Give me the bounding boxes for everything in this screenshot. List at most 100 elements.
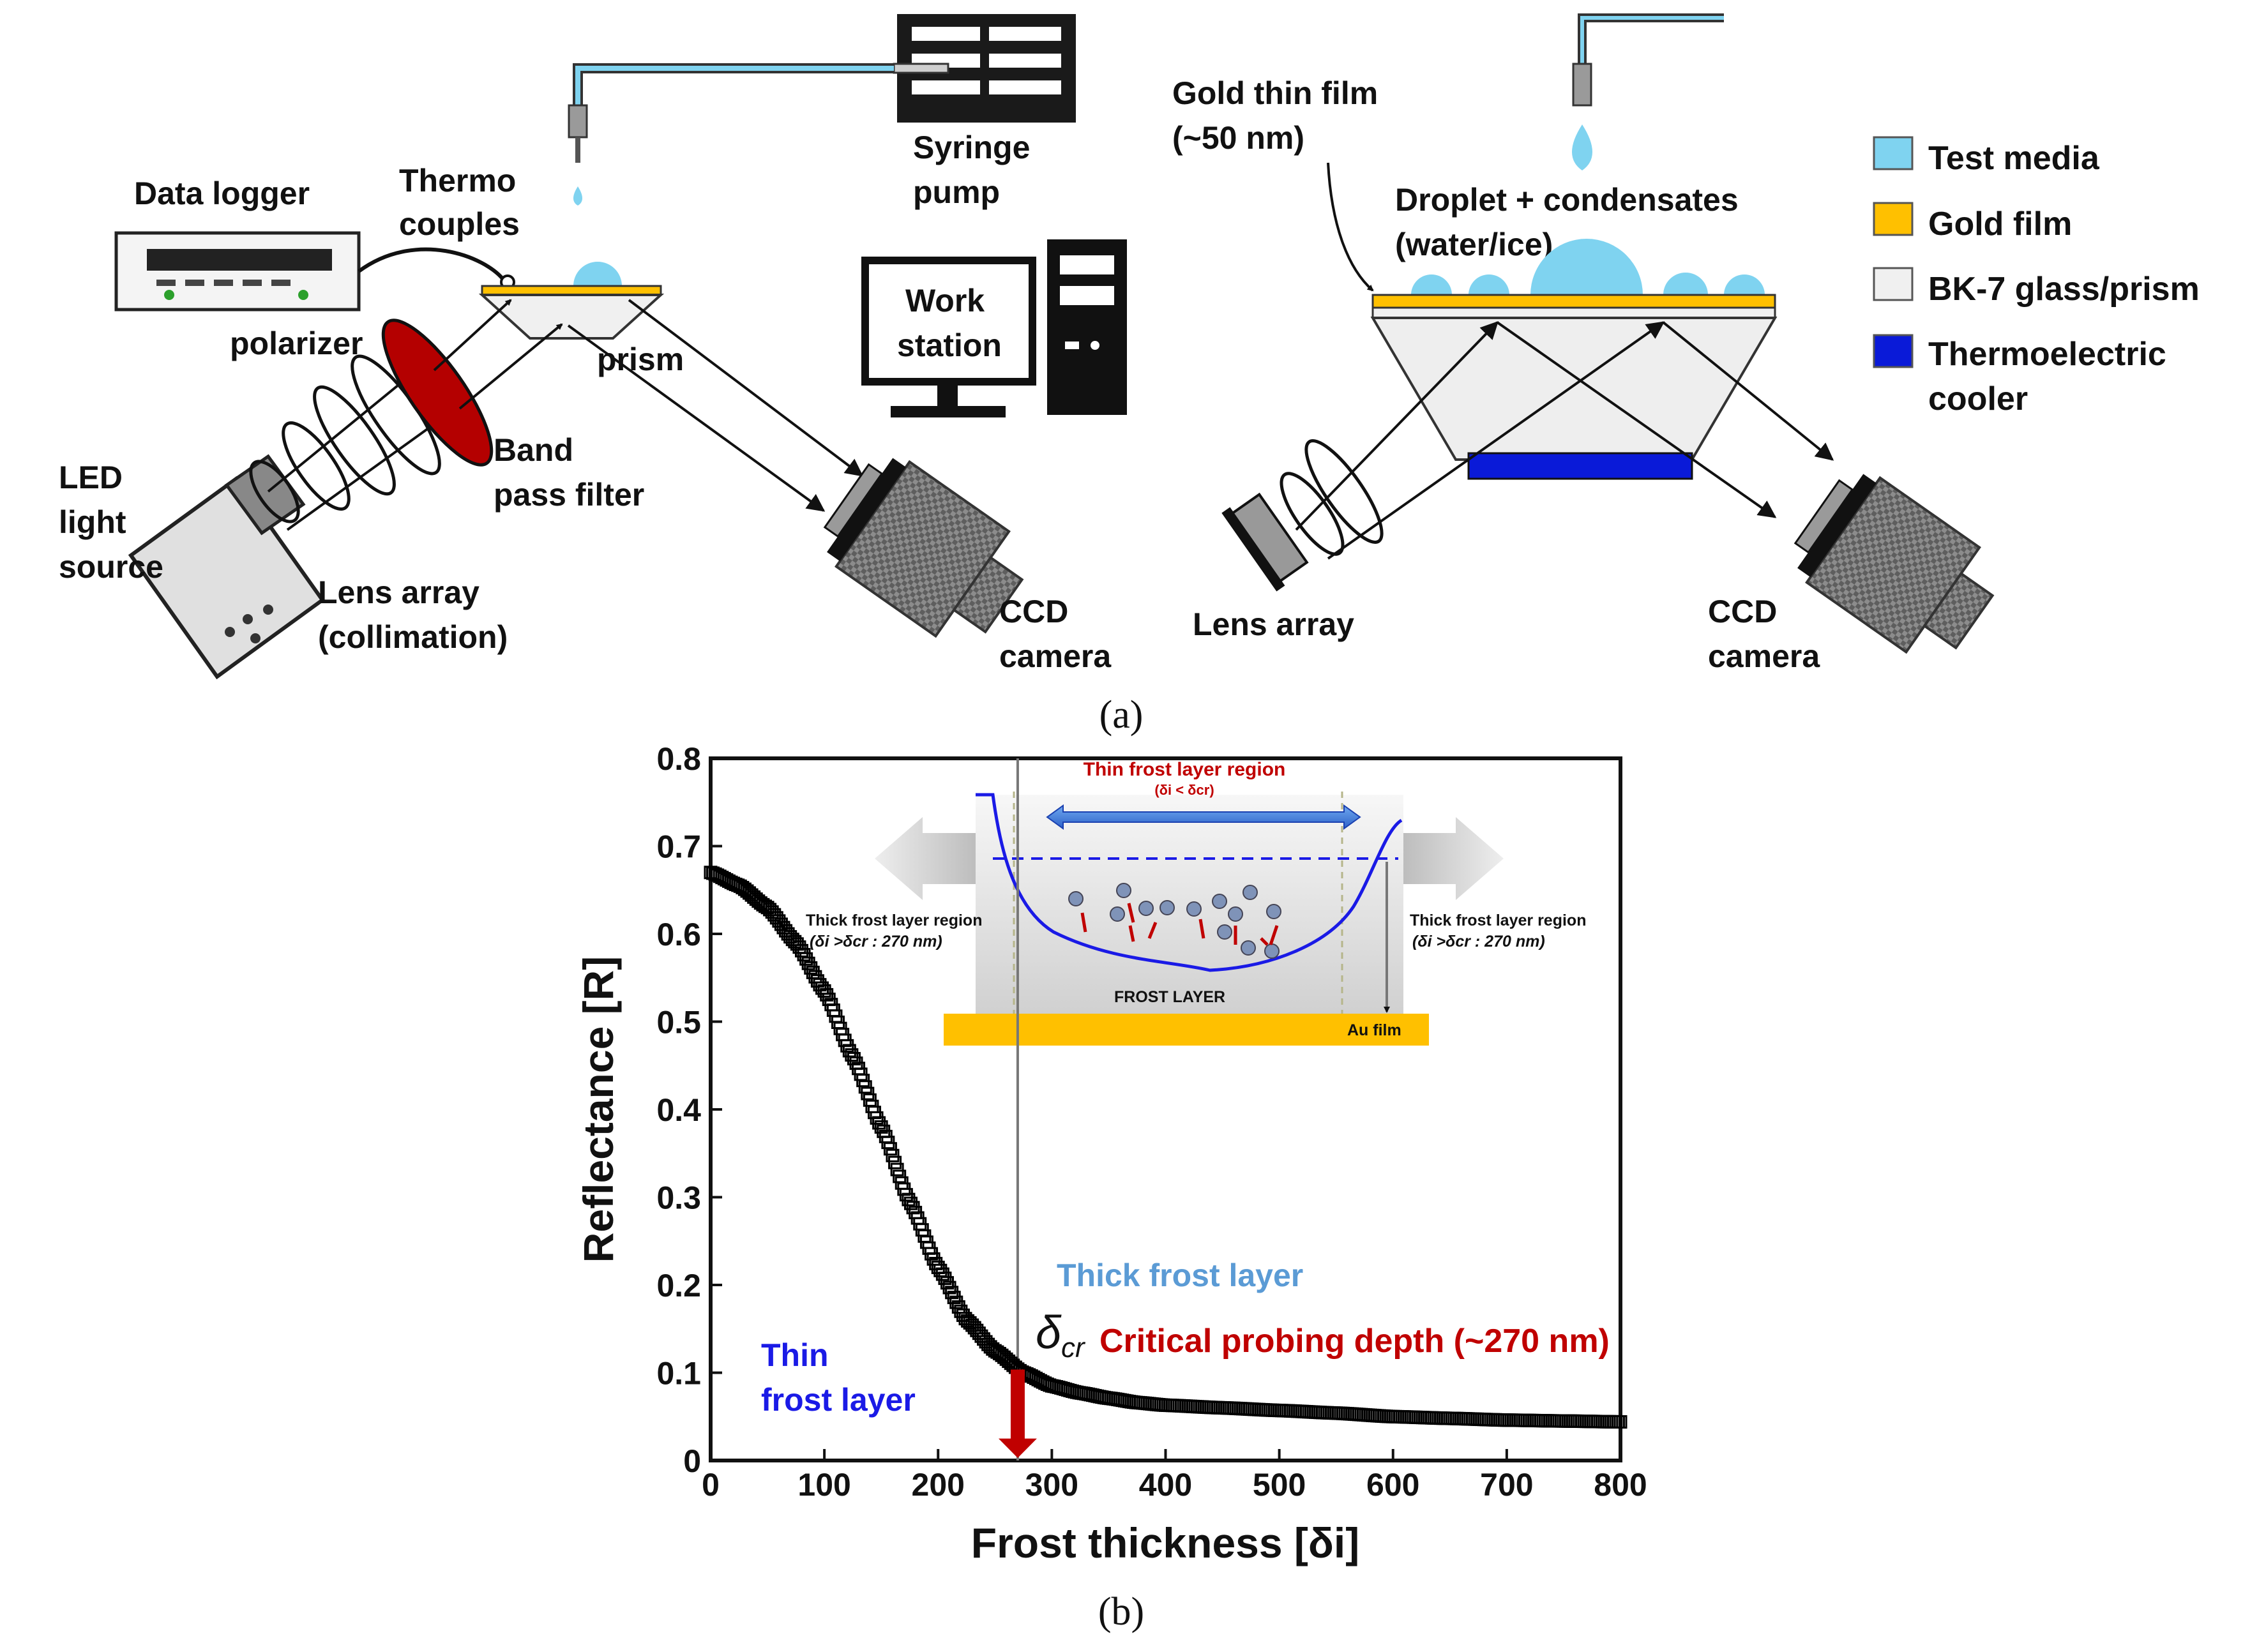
legend-swatch-bk7: [1873, 267, 1914, 301]
thick-region-right-arrow: [1403, 817, 1504, 900]
data-point: [926, 1252, 940, 1266]
data-point: [820, 987, 834, 1002]
y-tick-label: 0.1: [656, 1356, 701, 1392]
data-point: [795, 943, 808, 957]
panel-a-left-setup: Syringe pump Data logger Thermo couples …: [59, 14, 1127, 680]
caption-b: (b): [1098, 1590, 1144, 1633]
x-tick-label: 700: [1480, 1467, 1533, 1503]
data-point: [797, 948, 811, 962]
x-tick-label: 500: [1253, 1467, 1306, 1503]
frost-layer-label: FROST LAYER: [1114, 988, 1225, 1006]
droplet-right-falling: [1572, 124, 1592, 170]
thick-right-label: Thick frost layer region: [1410, 912, 1586, 929]
data-point: [961, 1314, 975, 1328]
data-point: [845, 1048, 859, 1062]
data-point: [792, 940, 806, 954]
sessile-droplet: [573, 262, 622, 286]
beam-in-1: [433, 299, 512, 372]
tube-right: [1578, 13, 1724, 64]
y-tick-label: 0.8: [656, 741, 701, 777]
data-point: [847, 1052, 861, 1066]
ccd-camera-right-icon: [1794, 474, 1995, 654]
data-point: [785, 933, 799, 947]
y-axis: 00.10.20.30.40.50.60.70.8: [656, 741, 722, 1479]
gold-film-pointer: [1327, 162, 1374, 292]
data-point: [1613, 1415, 1627, 1429]
polarizer-icon: [381, 319, 494, 467]
data-point: [842, 1044, 856, 1058]
prism-left: [478, 294, 665, 340]
y-tick-label: 0.5: [656, 1005, 701, 1040]
lens-array-label: Lens array (collimation): [318, 574, 508, 655]
x-tick-label: 100: [797, 1467, 850, 1503]
data-point: [808, 970, 822, 984]
x-tick-label: 800: [1594, 1467, 1647, 1503]
data-point: [929, 1256, 943, 1270]
condensate-droplets: [1411, 239, 1765, 295]
critical-depth-label: Critical probing depth (~270 nm): [1099, 1323, 1610, 1360]
y-axis-title: Reflectance [R]: [575, 956, 622, 1263]
thin-frost-label: Thin frost layer: [761, 1337, 916, 1418]
data-point: [938, 1272, 952, 1286]
lens-array-right-icon: [1221, 439, 1384, 592]
legend-label-tec: Thermoelectric cooler: [1928, 336, 2175, 417]
droplet-falling: [573, 186, 582, 206]
data-point: [933, 1263, 948, 1277]
thick-right-condition: (δi >δcr : 270 nm): [1412, 933, 1545, 950]
frost-inset: Au film FROST LAYER Thin frost layer reg…: [806, 759, 1586, 1046]
gold-film-right: [1371, 294, 1776, 309]
data-point: [904, 1196, 918, 1210]
au-film-label: Au film: [1347, 1021, 1401, 1039]
data-logger-label: Data logger: [134, 176, 310, 211]
ccd-camera-left-icon: [823, 458, 1024, 638]
thermocouples-label: Thermo couples: [399, 163, 525, 242]
thick-region-left-arrow: [875, 817, 976, 900]
data-point: [874, 1120, 888, 1134]
data-point: [888, 1155, 902, 1169]
delta-symbol: δcr: [1036, 1307, 1086, 1363]
legend-label-gold-film: Gold film: [1928, 206, 2072, 243]
syringe-needle: [568, 104, 588, 139]
critical-arrow-head: [998, 1438, 1037, 1458]
droplet-label: Droplet + condensates (water/ice): [1395, 182, 1748, 262]
gold-film-left: [481, 285, 662, 296]
data-point: [806, 965, 820, 979]
reflectance-chart: Au film FROST LAYER Thin frost layer reg…: [575, 741, 1647, 1566]
beam-in-2: [458, 323, 563, 410]
led-source-label: LED light source: [59, 460, 163, 585]
x-tick-label: 0: [702, 1467, 720, 1503]
beam-out-1: [628, 299, 864, 477]
legend-swatch-gold-film: [1873, 202, 1914, 236]
thermoelectric-cooler: [1467, 452, 1693, 480]
needle-tip: [575, 137, 580, 163]
syringe-tube: [573, 63, 894, 105]
critical-depth-arrow: [998, 1369, 1037, 1458]
data-point: [935, 1267, 949, 1281]
data-point: [804, 961, 818, 975]
work-station-icon: [861, 239, 1127, 417]
glass-slide-right: [1371, 306, 1776, 319]
data-point: [890, 1162, 904, 1176]
data-point: [940, 1276, 954, 1290]
polarizer-label: polarizer: [230, 326, 363, 361]
syringe-pump-label: Syringe pump: [913, 130, 1039, 210]
led-source-icon: [128, 454, 326, 680]
beams-right: [1295, 320, 1834, 560]
x-tick-label: 300: [1025, 1467, 1078, 1503]
lens-array-right-label: Lens array: [1193, 606, 1354, 642]
ccd-camera-right-label: CCD camera: [1708, 594, 1820, 674]
legend: Test media Gold film BK-7 glass/prism Th…: [1873, 136, 2200, 417]
y-tick-label: 0.3: [656, 1180, 701, 1216]
data-point: [954, 1304, 968, 1318]
thick-left-condition: (δi >δcr : 270 nm): [810, 933, 942, 950]
data-points: [704, 866, 1627, 1429]
data-point: [817, 984, 831, 998]
thin-region-condition: (δi < δcr): [1154, 782, 1214, 798]
data-point: [799, 952, 813, 966]
data-point: [886, 1148, 900, 1162]
work-station-label: Work station: [897, 283, 1002, 363]
legend-label-test-media: Test media: [1928, 140, 2100, 177]
caption-a: (a): [1099, 693, 1144, 737]
